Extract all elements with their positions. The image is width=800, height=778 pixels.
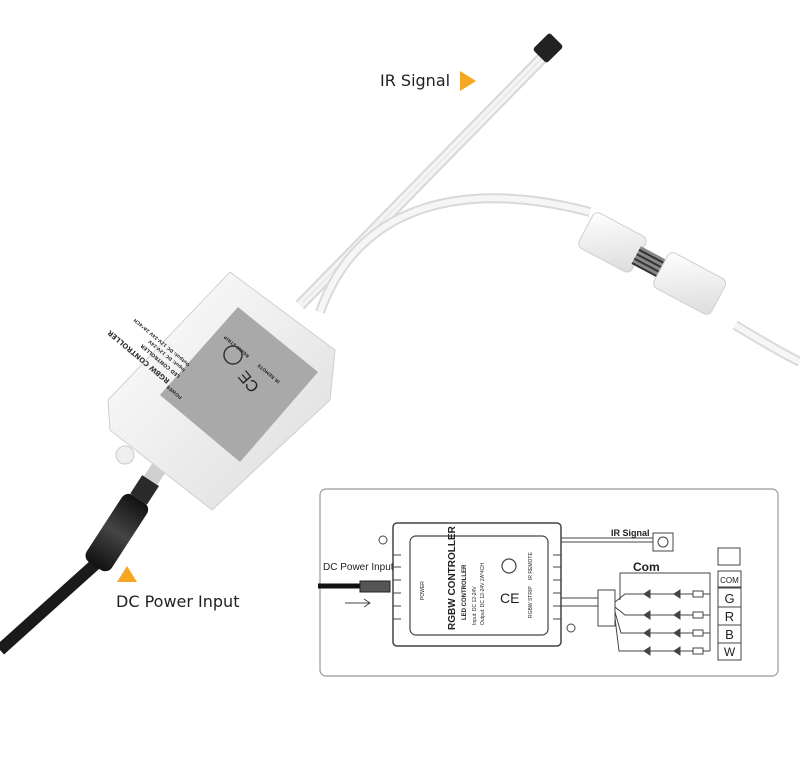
terminal-r: R (725, 609, 734, 624)
schematic-input: Input: DC 12-24V (472, 586, 478, 625)
terminal-block (717, 570, 742, 661)
ir-signal-pointer-icon (460, 71, 476, 91)
schematic-output: Output: DC 12-24V 2A*4CH (480, 563, 486, 625)
schematic-com-label: Com (633, 560, 660, 574)
dc-power-input-callout: DC Power Input (116, 592, 240, 611)
schematic-ir-signal-label: IR Signal (611, 528, 650, 538)
schematic-dc-power-input-label: DC Power Input (323, 562, 394, 573)
ir-signal-callout: IR Signal (380, 71, 451, 90)
led-diode-rows (614, 589, 710, 656)
terminal-com: COM (720, 576, 739, 585)
terminal-w: W (724, 645, 736, 659)
ir-receiver-head (533, 33, 563, 63)
schematic-controller-title: RGBW CONTROLLER (447, 525, 458, 630)
terminal-g: G (724, 591, 734, 606)
pin-connector (578, 212, 727, 315)
wiring-schematic: DC Power Input IR Signal Com (318, 488, 779, 677)
schematic-ce-mark-icon: CE (500, 590, 519, 606)
controller-label-panel (160, 307, 318, 462)
rohs-icon (223, 345, 243, 365)
dc-power-plug (0, 461, 168, 655)
dc-power-pointer-icon (117, 566, 137, 582)
schematic-power: POWER (420, 581, 426, 600)
schematic-rgbw-strip: RGBW STRIP (528, 586, 534, 618)
schematic-ir-remote: IR REMOTE (528, 552, 534, 580)
schematic-rohs-icon (501, 558, 517, 574)
terminal-b: B (725, 627, 734, 642)
rgbw-output-cable (315, 193, 800, 367)
controller-body: RGBW CONTROLLER LED CONTROLLER Input: DC… (106, 271, 336, 511)
schematic-controller-subtitle: LED CONTROLLER (462, 564, 468, 620)
